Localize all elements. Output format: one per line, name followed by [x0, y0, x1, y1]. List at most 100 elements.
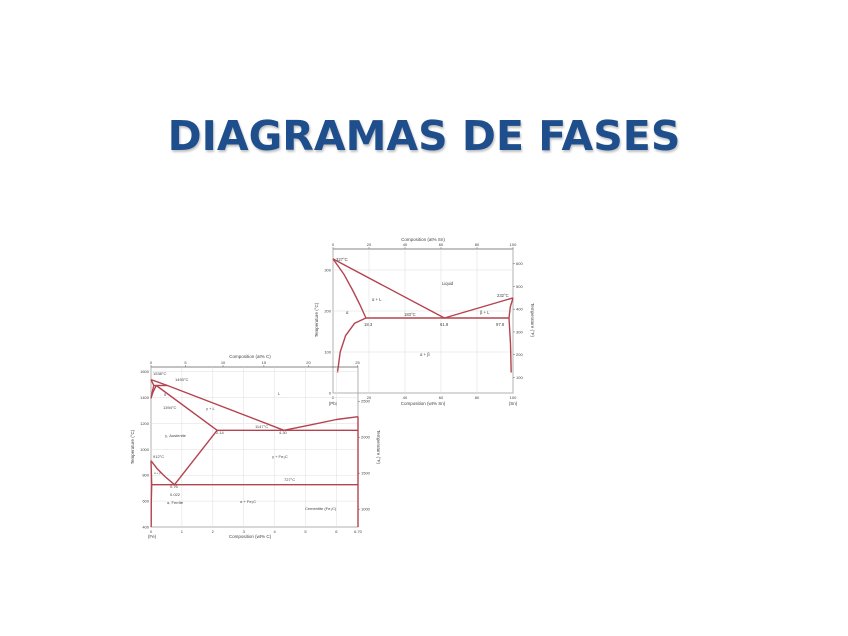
phase-boundary-liquidus-cementite: [283, 416, 359, 431]
pbsn-sn-label: (Sn): [509, 401, 518, 406]
phase-boundary-gamma-delta: [150, 385, 157, 399]
right-tick-label: 1000: [361, 507, 371, 512]
label-912: 912°C: [153, 454, 164, 459]
label-delta: δ: [164, 392, 167, 397]
right-tick-label: 600: [516, 261, 523, 266]
label-232: 232°C: [497, 293, 509, 298]
y-tick-label: 300: [324, 268, 331, 273]
label-0-022: 0.022: [170, 492, 181, 497]
x-tick-label: 100: [510, 395, 517, 400]
label-alpha-beta: α + β: [420, 352, 430, 357]
top-tick-label: 15: [262, 360, 267, 365]
x-tick-label: 80: [475, 395, 480, 400]
x-tick-label: 1: [181, 529, 184, 534]
top-tick-label: 0: [332, 242, 335, 247]
right-tick-label: 2500: [361, 399, 371, 404]
phase-boundary-alpha-solvus: [336, 317, 367, 373]
x-tick-label: 4: [273, 529, 276, 534]
label-liquid: Liquid: [442, 281, 454, 286]
label-1493: 1493°C: [175, 377, 188, 382]
pbsn-left-axis-label: Temperature (°C): [314, 302, 319, 337]
label-gamma-l: γ + L: [206, 406, 216, 411]
pbsn-right-axis-label: Temperature (°F): [530, 303, 535, 338]
y-tick-label: 600: [142, 499, 149, 504]
top-tick-label: 60: [439, 242, 444, 247]
y-tick-label: 200: [324, 309, 331, 314]
phase-boundary-alpha-boundary: [150, 460, 153, 485]
pbsn-top-axis-label: Composition (at% Sn): [401, 237, 445, 242]
label-61-9: 61.9: [440, 322, 449, 327]
label-0-76: 0.76: [170, 484, 179, 489]
phase-boundary-acm: [173, 429, 218, 486]
right-tick-label: 400: [516, 307, 523, 312]
right-tick-label: 300: [516, 329, 523, 334]
phase-boundary-alpha-solvus: [150, 484, 153, 528]
top-tick-label: 20: [367, 242, 372, 247]
y-tick-label: 400: [142, 525, 149, 530]
pbsn-pb-label: (Pb): [329, 401, 338, 406]
top-tick-label: 25: [355, 360, 360, 365]
top-tick-label: 40: [403, 242, 408, 247]
slide-title: DIAGRAMAS DE FASES: [167, 112, 681, 160]
y-tick-label: 100: [324, 350, 331, 355]
x-tick-label: 20: [367, 395, 372, 400]
label-183: 183°C: [404, 312, 416, 317]
top-tick-label: 0: [150, 360, 153, 365]
label-alpha: α: [346, 310, 349, 315]
x-tick-label: 5: [304, 529, 307, 534]
label-1538: 1538°C: [153, 371, 166, 376]
label-1147: 1147°C: [255, 424, 268, 429]
label-alpha-l: α + L: [372, 297, 382, 302]
pbsn-bottom-axis-label: Composition (wt% Sn): [401, 401, 446, 406]
x-tick-label: 3: [243, 529, 246, 534]
label-alpha-gamma: α + γ: [154, 471, 161, 475]
phase-boundary-beta-solidus: [508, 297, 514, 319]
fec-right-axis-label: Temperature (°F): [376, 430, 381, 465]
top-tick-label: 10: [221, 360, 226, 365]
x-tick-label: 0: [150, 529, 153, 534]
phase-boundary-a3: [150, 460, 175, 486]
label-cementite: Cementite (Fe₃C): [305, 506, 337, 511]
right-tick-label: 2000: [361, 435, 371, 440]
label-ferrite: α, Ferrite: [167, 500, 184, 505]
x-tick-label: 2: [212, 529, 215, 534]
y-tick-label: 1400: [140, 395, 150, 400]
x-tick-label: 6: [335, 529, 338, 534]
y-tick-label: 1600: [140, 369, 150, 374]
x-tick-label: 40: [403, 395, 408, 400]
y-tick-label: 1200: [140, 421, 150, 426]
fec-left-axis-label: Temperature (°C): [130, 429, 135, 464]
label-beta-l: β + L: [480, 310, 490, 315]
label-alpha-fe3c: α + Fe₃C: [240, 499, 256, 504]
y-tick-label: 0: [329, 391, 332, 396]
right-tick-label: 200: [516, 352, 523, 357]
label-1394: 1394°C: [163, 405, 176, 410]
right-tick-label: 1500: [361, 471, 371, 476]
label-l: L: [278, 391, 281, 396]
label-18-3: 18.3: [364, 322, 373, 327]
label-327: 327°C: [336, 257, 348, 262]
label-97-8: 97.8: [496, 322, 505, 327]
top-tick-label: 80: [475, 242, 480, 247]
label-austenite: γ, Austenite: [165, 433, 187, 438]
fe-c-phase-diagram: 0 1 2 3 4 5 6 6.70 0 5 10 15 20 25 400 600 800 1000 1200 14…: [130, 354, 381, 539]
y-tick-label: 800: [142, 473, 149, 478]
label-gamma-fe3c: γ + Fe₃C: [272, 454, 288, 459]
y-tick-label: 1000: [140, 447, 150, 452]
right-tick-label: 100: [516, 375, 523, 380]
phase-boundary-solidus: [155, 384, 218, 431]
label-2-14: 2.14: [216, 430, 225, 435]
top-tick-label: 100: [510, 242, 517, 247]
label-727: 727°C: [284, 477, 295, 482]
x-tick-label: 6.70: [354, 529, 363, 534]
right-tick-label: 500: [516, 284, 523, 289]
fec-bottom-axis-label: Composition (wt% C): [229, 534, 272, 539]
top-tick-label: 20: [306, 360, 311, 365]
fec-top-axis-label: Composition (at% C): [229, 354, 271, 359]
x-tick-label: 60: [439, 395, 444, 400]
label-4-30: 4.30: [279, 430, 288, 435]
top-tick-label: 5: [184, 360, 187, 365]
phase-boundary-alpha-solidus: [332, 258, 367, 319]
phase-boundary-beta-solvus: [508, 317, 512, 373]
